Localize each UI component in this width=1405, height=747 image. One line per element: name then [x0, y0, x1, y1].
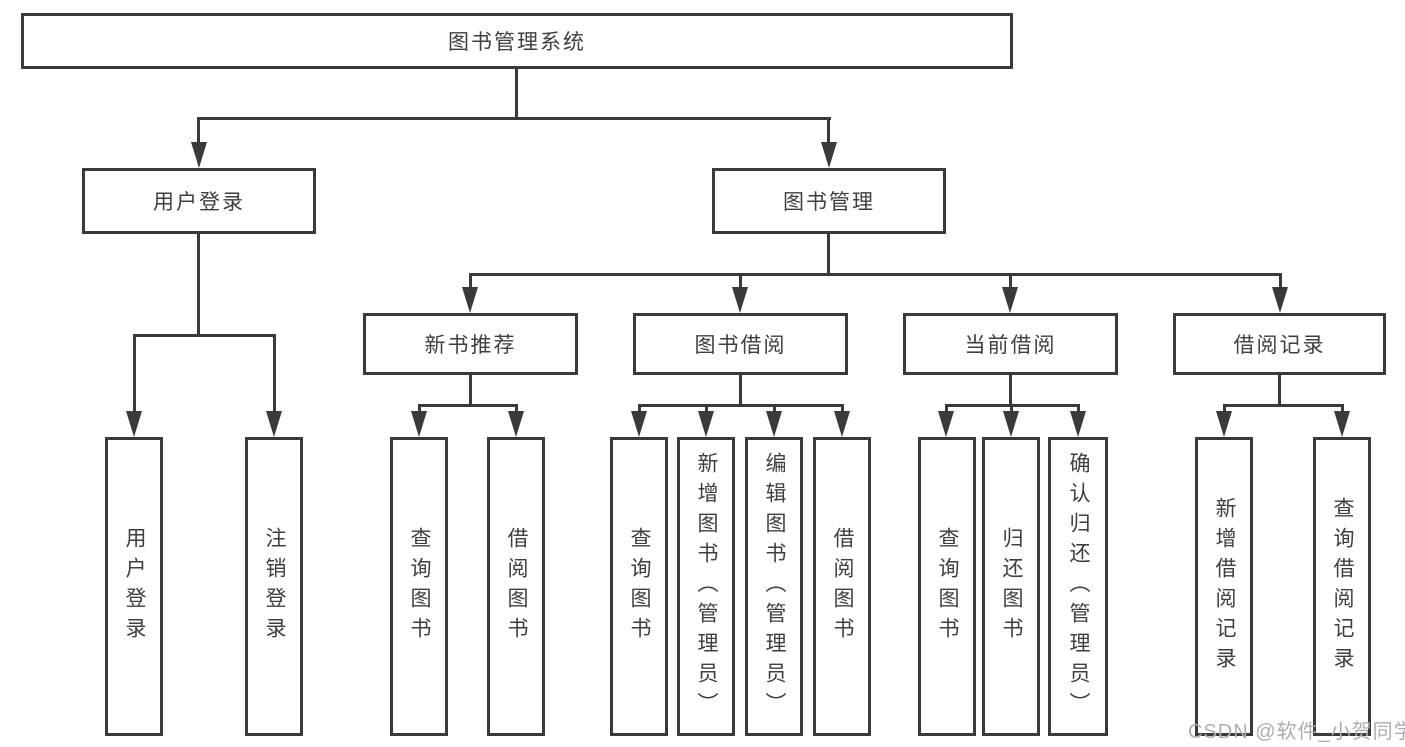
- node-label: 新书推荐: [424, 334, 517, 357]
- leaf-query-books-recommend: 查询图书: [390, 437, 448, 736]
- connector-new-book-rail: [418, 404, 518, 407]
- arrowhead-down-icon: [191, 142, 207, 168]
- connector-user-login-rail: [133, 334, 276, 337]
- leaf-user-login: 用户登录: [105, 437, 163, 736]
- connector-drop: [1009, 273, 1012, 291]
- connector-book-management-stem: [827, 234, 830, 276]
- leaf-label: 借阅图书: [831, 526, 855, 647]
- connector-drop: [739, 273, 742, 291]
- connector-book-borrow-stem: [739, 375, 742, 406]
- connector-drop: [945, 404, 948, 414]
- leaf-label: 查询图书: [408, 526, 432, 647]
- leaf-query-books-borrow: 查询图书: [610, 437, 668, 736]
- leaf-add-borrow-record: 新增借阅记录: [1195, 437, 1253, 736]
- connector-drop: [273, 334, 276, 414]
- connector-drop: [705, 404, 708, 414]
- node-label: 当前借阅: [964, 334, 1057, 357]
- leaf-label: 新增图书（管理员）: [695, 451, 719, 722]
- connector-drop: [638, 404, 641, 414]
- connector-book-management-rail: [469, 273, 1282, 276]
- leaf-add-book-admin: 新增图书（管理员）: [677, 437, 735, 736]
- leaf-label: 借阅图书: [505, 526, 529, 647]
- connector-drop: [1010, 404, 1013, 414]
- node-library-management-system: 图书管理系统: [21, 13, 1013, 69]
- connector-new-book-stem: [469, 375, 472, 406]
- connector-drop: [515, 404, 518, 414]
- connector-drop: [1279, 273, 1282, 291]
- arrowhead-down-icon: [1070, 411, 1086, 437]
- connector-borrow-records-stem: [1278, 375, 1281, 406]
- arrowhead-down-icon: [834, 411, 850, 437]
- connector-drop: [1223, 404, 1226, 414]
- leaf-query-books-current: 查询图书: [918, 437, 976, 736]
- connector-drop: [1341, 404, 1344, 414]
- connector-borrow-records-rail: [1223, 404, 1343, 407]
- connector-root-drop-right: [827, 117, 830, 145]
- connector-drop: [133, 334, 136, 414]
- node-label: 用户登录: [153, 191, 245, 214]
- arrowhead-down-icon: [698, 411, 714, 437]
- arrowhead-down-icon: [766, 411, 782, 437]
- node-book-borrow: 图书借阅: [633, 313, 848, 375]
- connector-root-stem: [515, 69, 518, 119]
- arrowhead-down-icon: [631, 411, 647, 437]
- leaf-return-book: 归还图书: [982, 437, 1040, 736]
- arrowhead-down-icon: [1216, 411, 1232, 437]
- leaf-label: 确认归还（管理员）: [1067, 451, 1091, 722]
- connector-drop: [773, 404, 776, 414]
- arrowhead-down-icon: [1334, 411, 1350, 437]
- arrowhead-down-icon: [1002, 287, 1018, 313]
- node-user-login: 用户登录: [82, 168, 316, 234]
- node-current-borrow: 当前借阅: [903, 313, 1118, 375]
- leaf-label: 查询借阅记录: [1331, 496, 1355, 677]
- arrowhead-down-icon: [732, 287, 748, 313]
- node-label: 图书管理: [783, 191, 875, 214]
- arrowhead-down-icon: [126, 411, 142, 437]
- arrowhead-down-icon: [1272, 287, 1288, 313]
- leaf-label: 查询图书: [628, 526, 652, 647]
- leaf-edit-book-admin: 编辑图书（管理员）: [745, 437, 803, 736]
- connector-current-borrow-stem: [1009, 375, 1012, 406]
- connector-drop: [469, 273, 472, 291]
- leaf-label: 归还图书: [1000, 526, 1024, 647]
- arrowhead-down-icon: [1003, 411, 1019, 437]
- connector-user-login-stem: [197, 234, 200, 337]
- arrowhead-down-icon: [462, 287, 478, 313]
- leaf-confirm-return-admin: 确认归还（管理员）: [1048, 437, 1108, 736]
- connector-book-borrow-rail: [638, 404, 844, 407]
- node-label: 图书管理系统: [448, 31, 586, 54]
- node-label: 借阅记录: [1233, 334, 1326, 357]
- leaf-borrow-books-borrow: 借阅图书: [813, 437, 871, 736]
- connector-drop: [418, 404, 421, 414]
- arrowhead-down-icon: [266, 411, 282, 437]
- leaf-query-borrow-record: 查询借阅记录: [1313, 437, 1371, 736]
- connector-drop: [1077, 404, 1080, 414]
- node-new-book-recommend: 新书推荐: [363, 313, 578, 375]
- leaf-label: 新增借阅记录: [1213, 496, 1237, 677]
- connector-root-rail: [197, 117, 831, 120]
- node-borrow-records: 借阅记录: [1173, 313, 1386, 375]
- arrowhead-down-icon: [938, 411, 954, 437]
- leaf-logout-login: 注销登录: [245, 437, 303, 736]
- leaf-label: 注销登录: [263, 526, 287, 647]
- connector-root-drop-left: [197, 117, 200, 145]
- node-label: 图书借阅: [694, 334, 787, 357]
- arrowhead-down-icon: [508, 411, 524, 437]
- leaf-label: 查询图书: [936, 526, 960, 647]
- csdn-watermark: CSDN @软件_小贺同学: [1188, 721, 1405, 743]
- leaf-label: 编辑图书（管理员）: [763, 451, 787, 722]
- node-book-management: 图书管理: [712, 168, 946, 234]
- arrowhead-down-icon: [821, 142, 837, 168]
- arrowhead-down-icon: [411, 411, 427, 437]
- leaf-borrow-books-recommend: 借阅图书: [487, 437, 545, 736]
- leaf-label: 用户登录: [123, 526, 147, 647]
- connector-drop: [841, 404, 844, 414]
